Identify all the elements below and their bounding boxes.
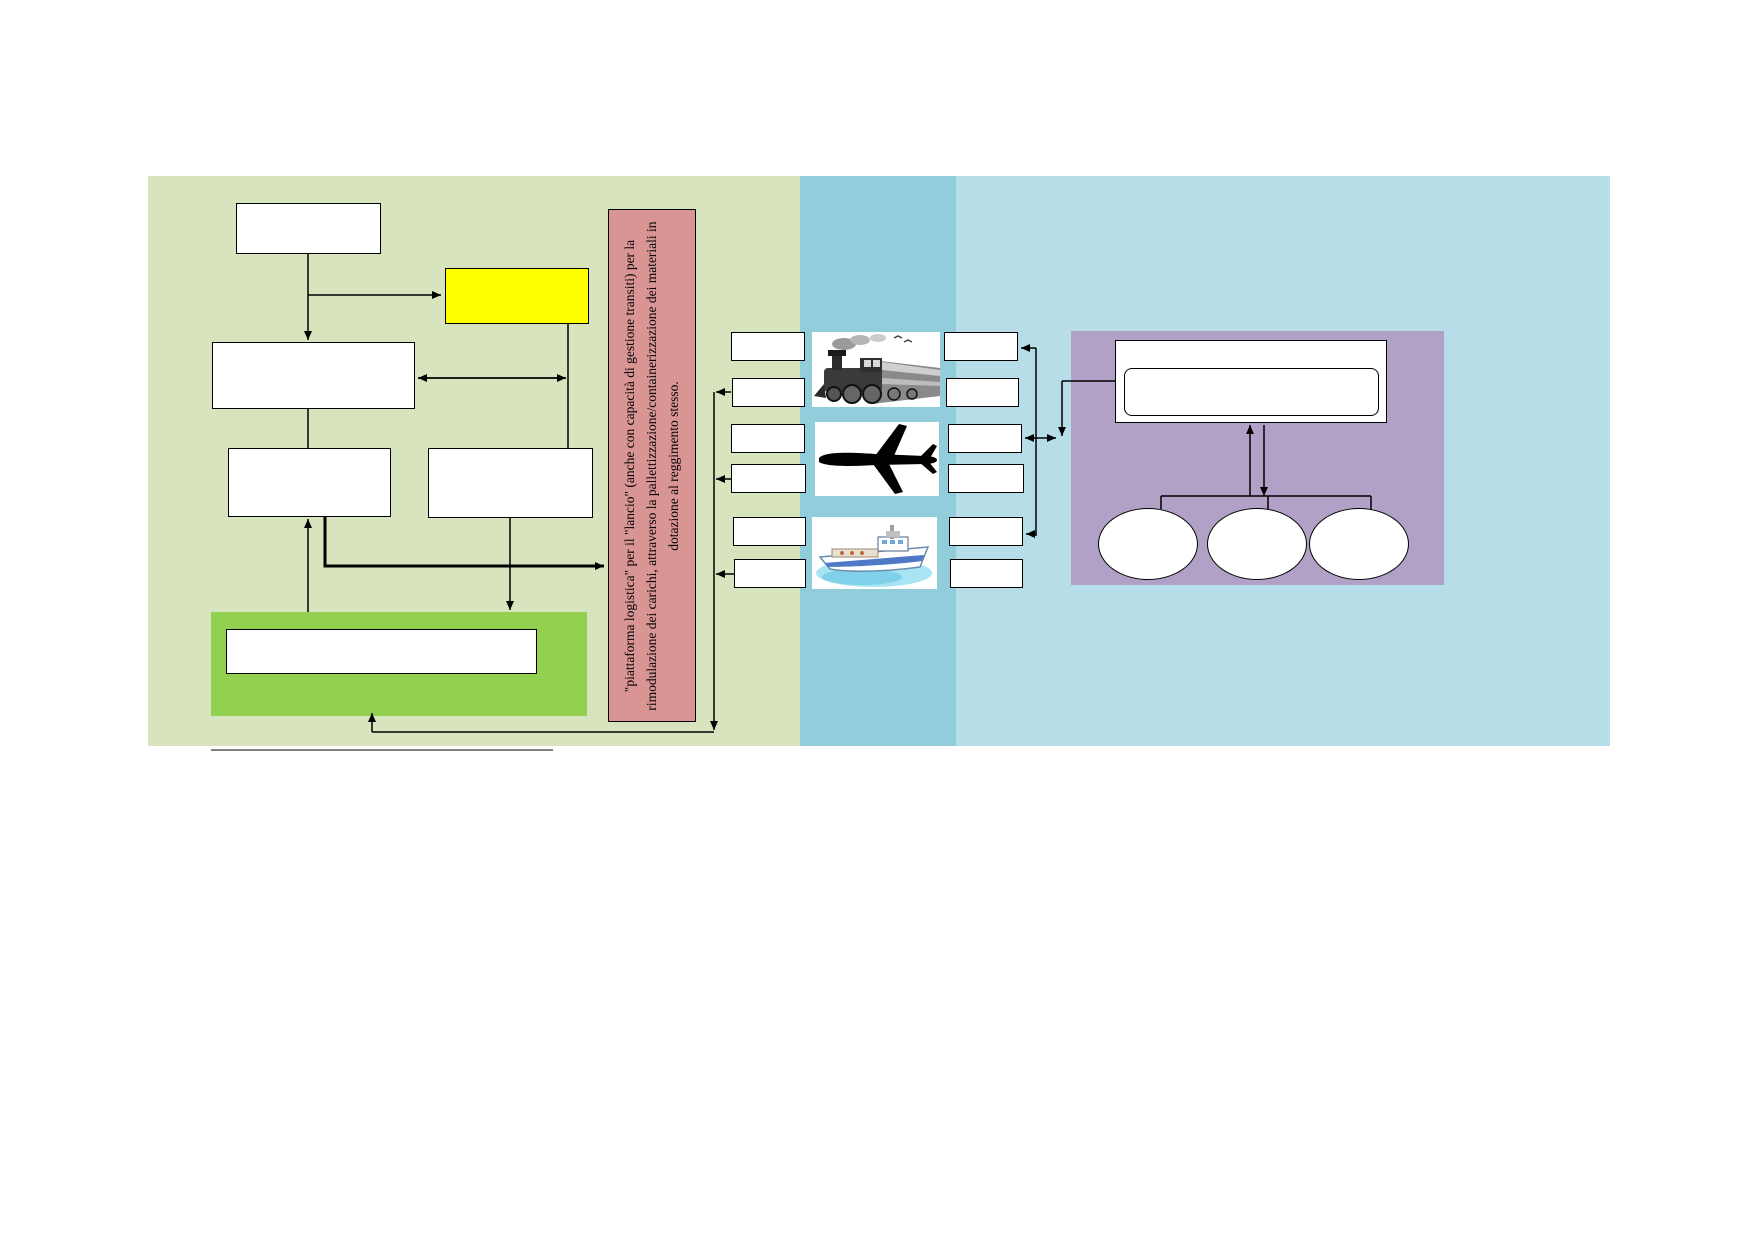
airplane-icon [819, 424, 937, 494]
green-inner-box [226, 629, 537, 674]
purple-ellipse-1 [1098, 508, 1198, 580]
train-image [812, 332, 940, 407]
ship-image [812, 517, 937, 589]
purple-ellipse-3 [1309, 508, 1409, 580]
airplane-image [815, 422, 939, 496]
purple-top-inner-box [1124, 368, 1379, 416]
train-left-box-2 [732, 378, 805, 407]
yellow-box [445, 268, 589, 324]
train-right-box-2 [946, 378, 1019, 407]
middle-left-box [212, 342, 415, 409]
purple-ellipse-2 [1207, 508, 1307, 580]
top-box [236, 203, 381, 254]
logistics-platform-box: "piattaforma logistica" per il "lancio" … [608, 209, 696, 722]
plane-right-box-1 [948, 424, 1022, 453]
ship-left-box-1 [733, 517, 806, 546]
train-left-box-1 [731, 332, 805, 361]
ship-left-box-2 [734, 559, 806, 588]
logistics-platform-text: "piattaforma logistica" per il "lancio" … [622, 220, 681, 711]
plane-left-box-2 [731, 464, 806, 493]
plane-right-box-2 [948, 464, 1024, 493]
ship-right-box-2 [950, 559, 1023, 588]
lower-left-box [228, 448, 391, 517]
plane-left-box-1 [731, 424, 805, 453]
train-right-box-1 [944, 332, 1018, 361]
lower-right-box [428, 448, 593, 518]
train-icon [814, 334, 940, 404]
ship-icon [816, 525, 932, 587]
ship-right-box-1 [949, 517, 1023, 546]
